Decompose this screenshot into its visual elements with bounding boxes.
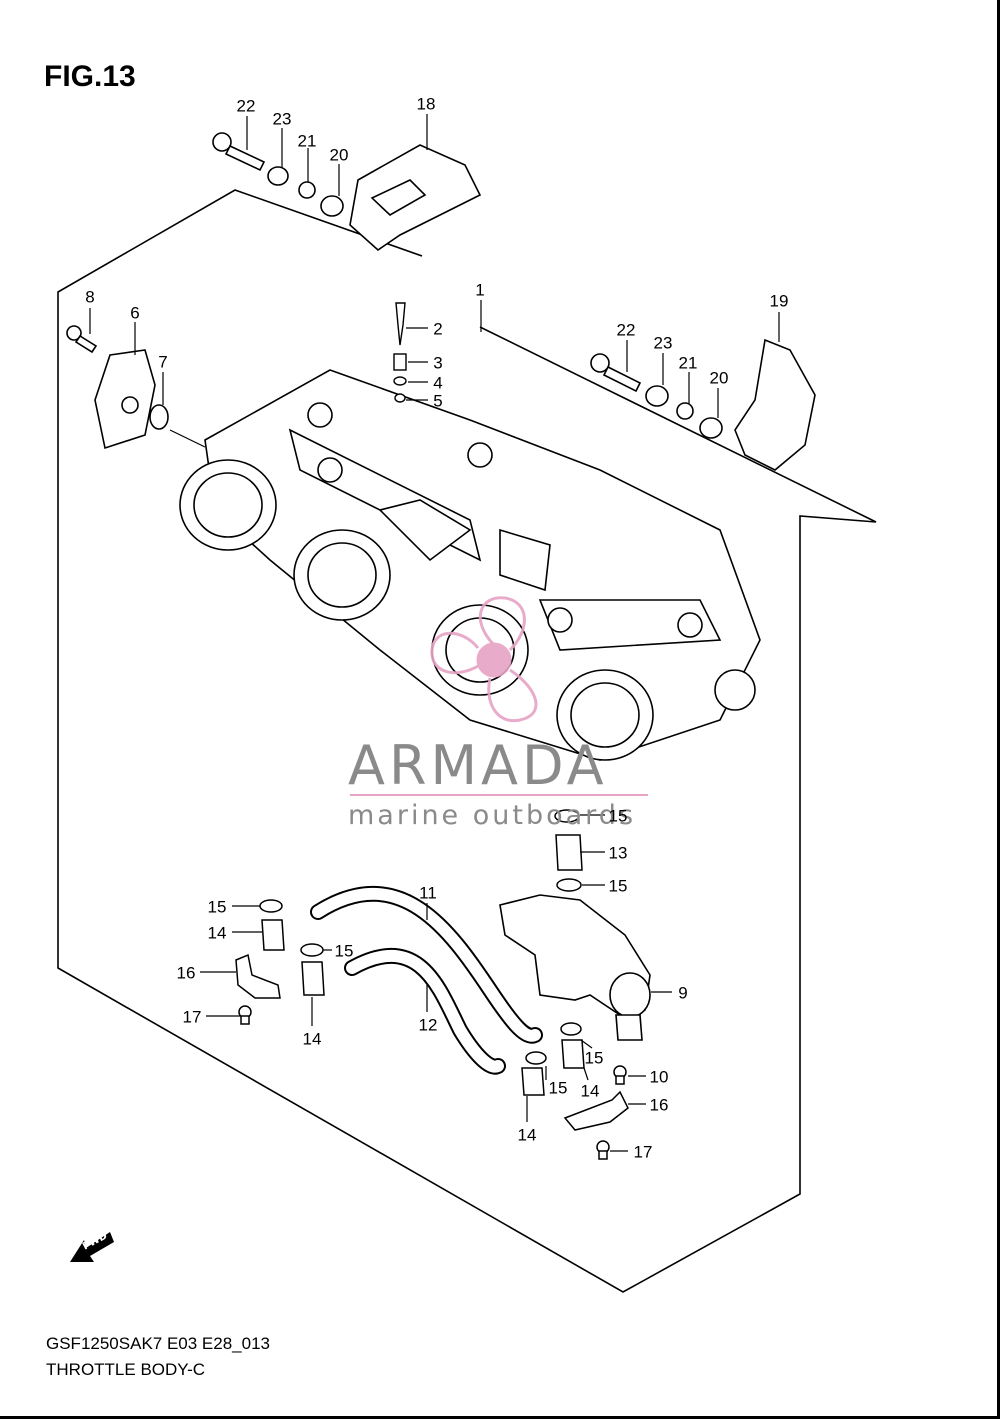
callout-23-lower: 23 — [653, 333, 673, 353]
callout-21-lower: 21 — [678, 353, 698, 373]
callout-2: 2 — [433, 319, 443, 339]
bolt-washer-set-upper — [212, 132, 344, 217]
callout-11: 11 — [419, 883, 437, 903]
callout-17-left: 17 — [182, 1007, 202, 1027]
watermark-tagline: marine outboards — [348, 800, 637, 831]
callout-20-lower: 20 — [709, 368, 729, 388]
watermark-underline — [350, 794, 648, 796]
callout-15-b: 15 — [608, 876, 628, 896]
callout-15-e: 15 — [584, 1048, 604, 1068]
callout-15-c: 15 — [207, 897, 227, 917]
hose-fittings — [259, 809, 585, 1096]
clamp-16-right — [563, 1090, 629, 1131]
callout-18: 18 — [416, 94, 436, 114]
bracket-19 — [734, 338, 816, 471]
bolt-17-left — [238, 1005, 252, 1025]
bolt-10 — [613, 1065, 627, 1085]
fwd-arrow-icon — [70, 1232, 114, 1262]
callout-9: 9 — [678, 983, 688, 1003]
bracket-18 — [349, 144, 482, 252]
callout-16-left: 16 — [176, 963, 196, 983]
callout-14-a: 14 — [207, 923, 227, 943]
callout-15-a: 15 — [608, 806, 628, 826]
callout-22-upper: 22 — [236, 96, 256, 116]
leader-lines — [89, 114, 780, 1152]
callout-8: 8 — [85, 287, 95, 307]
callout-23-upper: 23 — [272, 109, 292, 129]
callout-22-lower: 22 — [616, 320, 636, 340]
callout-16-right: 16 — [649, 1095, 669, 1115]
callout-15-d: 15 — [334, 941, 354, 961]
watermark-logo-mark — [430, 596, 538, 723]
callout-5: 5 — [433, 391, 443, 411]
hose-11-inner — [312, 887, 541, 1042]
assembly-outline — [57, 189, 877, 1293]
hose-12-inner — [346, 949, 504, 1073]
callout-3: 3 — [433, 353, 443, 373]
callout-15-f: 15 — [548, 1078, 568, 1098]
callout-14-d: 14 — [517, 1125, 537, 1145]
callout-21-upper: 21 — [297, 131, 317, 151]
callout-12: 12 — [418, 1015, 438, 1035]
adjust-screw-stack — [393, 302, 407, 403]
callout-1: 1 — [475, 280, 485, 300]
clamp-16-left — [235, 953, 281, 999]
callout-10: 10 — [649, 1067, 669, 1087]
callout-19: 19 — [769, 291, 789, 311]
screw-8 — [66, 325, 98, 354]
callout-6: 6 — [130, 303, 140, 323]
callout-17-right: 17 — [633, 1142, 653, 1162]
footer-section-name: THROTTLE BODY-C — [46, 1360, 206, 1379]
o-ring-7 — [149, 404, 169, 430]
callout-7: 7 — [158, 352, 168, 372]
figure-title: FIG.13 — [44, 60, 136, 93]
throttle-position-sensor-6 — [94, 349, 156, 450]
watermark-brand: ARMADA — [348, 734, 608, 797]
callout-13: 13 — [608, 843, 628, 863]
callout-14-c: 14 — [580, 1081, 600, 1101]
bolt-washer-set-lower — [590, 353, 723, 439]
callout-4: 4 — [433, 373, 443, 393]
throttle-body-assembly — [179, 369, 761, 761]
footer-model-code: GSF1250SAK7 E03 E28_013 — [46, 1334, 270, 1353]
isc-valve-9 — [499, 894, 651, 1041]
callout-20-upper: 20 — [329, 145, 349, 165]
callout-14-b: 14 — [302, 1029, 322, 1049]
bolt-17-right — [596, 1140, 610, 1160]
